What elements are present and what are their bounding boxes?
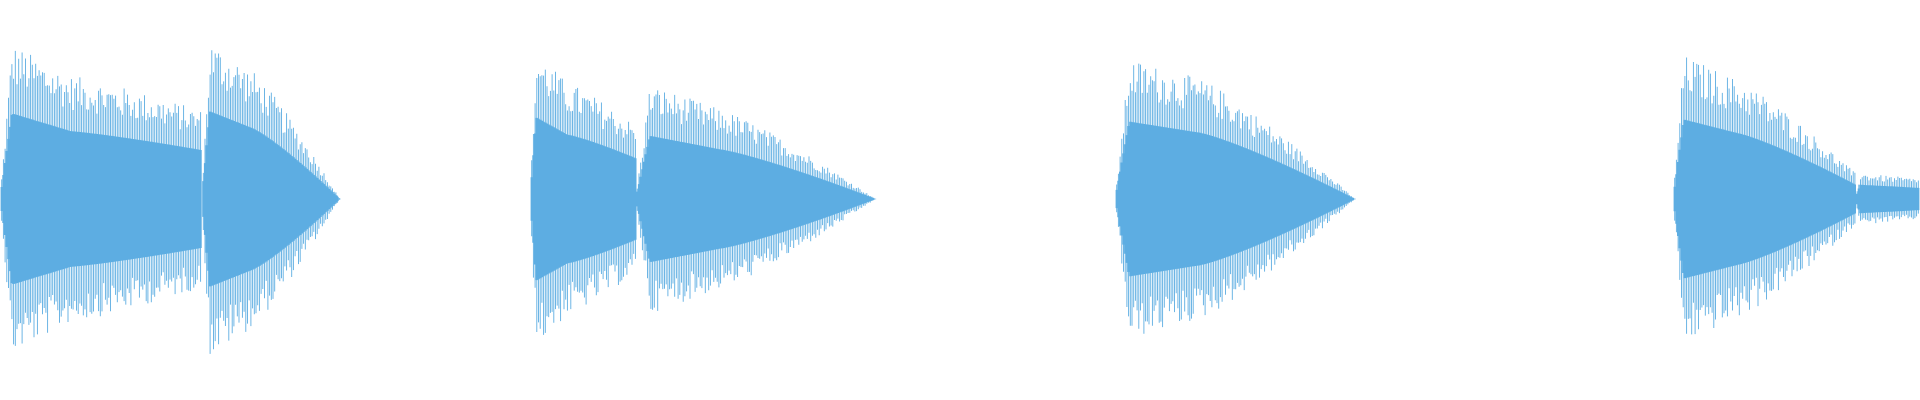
waveform-clip[interactable] xyxy=(530,69,877,335)
waveform-clip[interactable] xyxy=(1673,57,1920,335)
waveform-clip[interactable] xyxy=(0,50,341,354)
waveform-rms xyxy=(1115,121,1356,277)
waveform-clip[interactable] xyxy=(1115,63,1356,334)
waveform-rms xyxy=(530,117,877,281)
waveform-rms xyxy=(0,111,341,287)
waveform-rms xyxy=(1673,119,1920,279)
waveform-clips xyxy=(0,50,1920,354)
